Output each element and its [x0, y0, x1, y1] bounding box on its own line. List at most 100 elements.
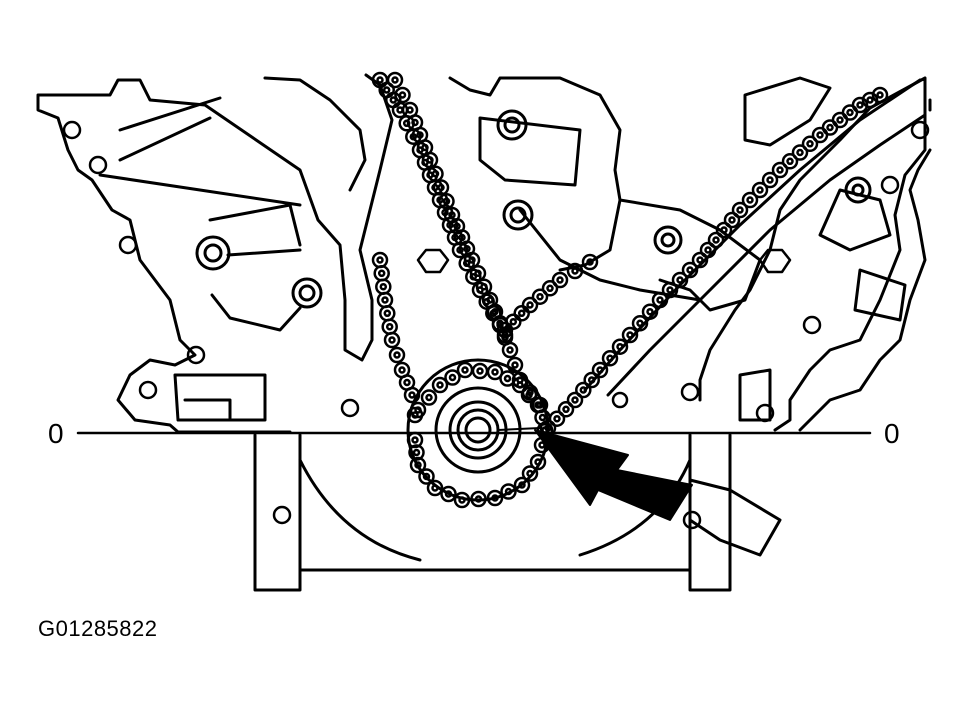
- chain-pin: [525, 391, 533, 399]
- mounting-holes-right: [611, 120, 930, 530]
- chain-pin: [666, 286, 674, 294]
- chain-link: [541, 280, 559, 297]
- chain-link: [591, 361, 609, 379]
- chain-pin: [381, 296, 389, 304]
- chain-pin: [376, 76, 384, 84]
- chain-pin: [712, 236, 720, 244]
- chain-link: [681, 261, 699, 279]
- chain-pin: [746, 196, 754, 204]
- chain-link: [583, 371, 600, 389]
- chain-link: [531, 288, 549, 305]
- chain-pin: [406, 106, 414, 114]
- chain-pin: [509, 317, 518, 326]
- chain-pin: [534, 401, 542, 409]
- chain-pin: [480, 282, 488, 291]
- chain-pin: [376, 256, 384, 264]
- chain-link: [781, 153, 799, 170]
- chain-link: [379, 305, 396, 322]
- chain-link: [831, 111, 849, 129]
- chain-pin: [856, 101, 864, 109]
- chain-link: [761, 171, 779, 189]
- chain-link: [444, 369, 461, 386]
- chain-pin: [616, 342, 624, 351]
- chain-pin: [696, 256, 704, 264]
- chain-pin: [646, 307, 654, 316]
- chain-pin: [491, 494, 499, 502]
- chain-pin: [626, 331, 634, 339]
- chain-link: [631, 315, 649, 332]
- chain-link: [801, 135, 819, 153]
- chain-link: [409, 401, 427, 419]
- chain-link: [511, 376, 529, 394]
- chain-link: [529, 453, 547, 471]
- chain-pin: [444, 490, 453, 498]
- chain-link: [406, 431, 424, 449]
- chain-pin: [491, 307, 499, 316]
- chain-link: [548, 410, 566, 427]
- chain-pin: [571, 396, 579, 404]
- chain-link: [575, 381, 592, 399]
- right-chain-guide: [583, 78, 927, 397]
- chain-pin: [431, 484, 439, 492]
- hex-bolts: [416, 248, 792, 274]
- chain-pin: [391, 76, 399, 84]
- chain-link: [731, 201, 749, 219]
- chain-link: [529, 396, 547, 414]
- chain-pin: [587, 376, 596, 384]
- chain-link: [420, 389, 438, 406]
- chain-link: [699, 241, 717, 259]
- chain-link: [427, 165, 444, 183]
- chain-pin: [786, 157, 794, 166]
- chain-link: [431, 376, 449, 394]
- chain-pin: [398, 91, 407, 99]
- chain-pin: [506, 346, 514, 354]
- chain-link: [651, 291, 669, 309]
- chain-pin: [398, 366, 406, 374]
- chain-pin: [431, 170, 440, 178]
- chain-link: [403, 386, 421, 404]
- chain-pin: [586, 258, 594, 266]
- chain-link: [421, 151, 439, 169]
- chain-link: [456, 361, 474, 379]
- chain-pin: [474, 269, 482, 278]
- chain-pin: [377, 269, 386, 278]
- chain-link: [500, 483, 517, 500]
- chain-pin: [412, 448, 421, 457]
- chain-link: [821, 119, 839, 136]
- chain-link: [741, 191, 759, 209]
- chain-link: [388, 346, 406, 364]
- chain-link: [470, 490, 487, 508]
- chain-pin: [836, 116, 844, 124]
- chain-pin: [766, 176, 774, 184]
- chain-pin: [388, 336, 396, 344]
- mounting-holes-left: [62, 120, 360, 525]
- chain-pin: [517, 309, 526, 318]
- chain-link: [376, 291, 394, 309]
- chain-link: [611, 338, 629, 355]
- chain-link: [386, 71, 404, 89]
- chain-pin: [516, 381, 524, 389]
- chain-link: [771, 161, 789, 179]
- chain-pin: [411, 118, 419, 127]
- chain-pin: [504, 487, 513, 496]
- chain-pin: [476, 367, 484, 375]
- chain-pin: [426, 156, 434, 164]
- chain-link: [453, 491, 471, 509]
- chain-pin: [579, 386, 588, 394]
- chain-link: [426, 479, 444, 497]
- chain-pin: [736, 206, 744, 214]
- chain-link: [506, 356, 524, 374]
- chain-pin: [606, 354, 614, 363]
- chain-link: [811, 126, 829, 144]
- chain-pin: [534, 458, 542, 466]
- chain-pin: [846, 108, 854, 117]
- chain-link: [501, 341, 519, 359]
- chain-pin: [538, 413, 547, 422]
- chain-pin: [553, 414, 561, 423]
- chain-link: [440, 485, 457, 503]
- chain-link: [375, 278, 392, 295]
- chain-pin: [379, 282, 388, 291]
- chain-pin: [422, 472, 431, 481]
- chain-pin: [571, 267, 579, 275]
- chain-pin: [461, 366, 469, 374]
